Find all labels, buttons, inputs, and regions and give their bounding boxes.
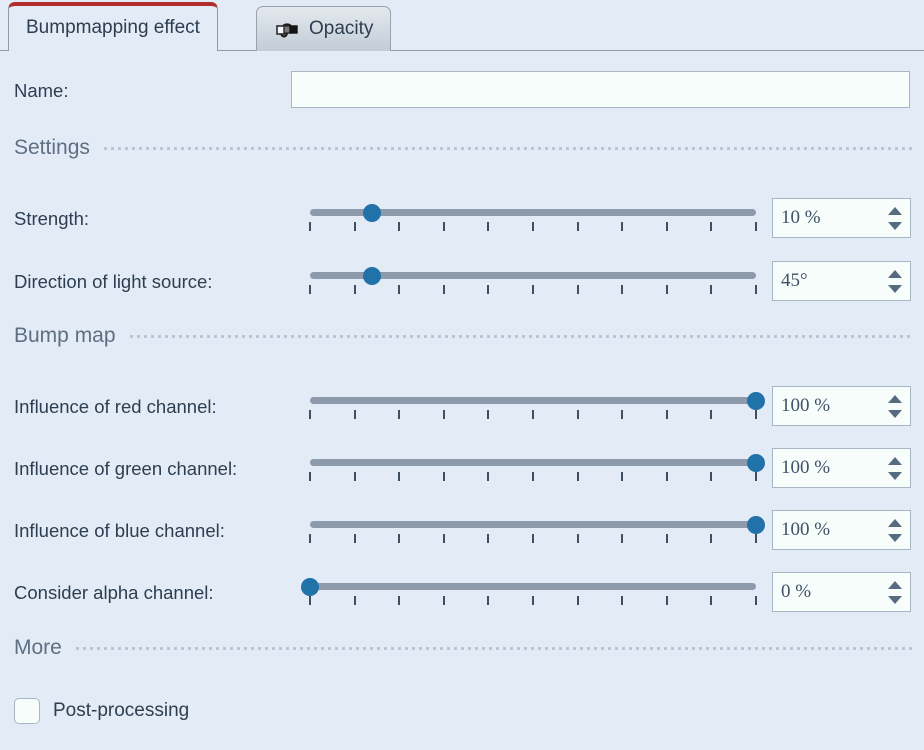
label-influence-of-blue-channel: Influence of blue channel: bbox=[14, 520, 225, 541]
slider-ticks bbox=[309, 534, 757, 544]
slider-handle[interactable] bbox=[747, 454, 765, 472]
slider-track[interactable] bbox=[310, 272, 756, 279]
section-divider bbox=[75, 646, 912, 650]
section-header-bump-map: Bump map bbox=[14, 324, 912, 348]
slider-track[interactable] bbox=[310, 583, 756, 590]
slider-handle[interactable] bbox=[747, 516, 765, 534]
checkbox-post-processing[interactable]: Post-processing bbox=[14, 698, 189, 724]
slider-ticks bbox=[309, 285, 757, 295]
stepper-up-icon[interactable] bbox=[888, 580, 902, 589]
spinbox-influence-of-red-channel[interactable]: 100 % bbox=[772, 386, 911, 426]
spinbox-stepper[interactable] bbox=[880, 449, 910, 487]
section-title: Settings bbox=[14, 136, 90, 159]
section-header-more: More bbox=[14, 636, 912, 660]
spinbox-strength[interactable]: 10 % bbox=[772, 198, 911, 238]
name-input[interactable] bbox=[291, 71, 910, 108]
label-influence-of-green-channel: Influence of green channel: bbox=[14, 458, 238, 479]
stepper-down-icon[interactable] bbox=[888, 471, 902, 480]
tab-opacity[interactable]: Opacity bbox=[256, 6, 392, 51]
spinbox-consider-alpha-channel[interactable]: 0 % bbox=[772, 572, 911, 612]
stepper-up-icon[interactable] bbox=[888, 206, 902, 215]
slider-influence-of-blue-channel[interactable] bbox=[309, 512, 765, 552]
stepper-up-icon[interactable] bbox=[888, 518, 902, 527]
slider-ticks bbox=[309, 222, 757, 232]
stepper-up-icon[interactable] bbox=[888, 269, 902, 278]
label-strength: Strength: bbox=[14, 208, 90, 229]
slider-direction-of-light-source[interactable] bbox=[309, 263, 757, 303]
spinbox-value[interactable]: 100 % bbox=[781, 395, 831, 416]
tab-bumpmapping-effect[interactable]: Bumpmapping effect bbox=[8, 2, 218, 51]
tab-label: Opacity bbox=[309, 18, 374, 39]
stepper-down-icon[interactable] bbox=[888, 595, 902, 604]
spinbox-direction-of-light-source[interactable]: 45° bbox=[772, 261, 911, 301]
section-divider bbox=[129, 334, 912, 338]
spinbox-stepper[interactable] bbox=[880, 511, 910, 549]
spinbox-value[interactable]: 45° bbox=[781, 270, 808, 291]
checkbox-box[interactable] bbox=[14, 698, 40, 724]
checkbox-label: Post-processing bbox=[53, 700, 190, 721]
slider-handle[interactable] bbox=[363, 204, 382, 222]
stepper-down-icon[interactable] bbox=[888, 221, 902, 230]
section-title: Bump map bbox=[14, 324, 116, 347]
stepper-down-icon[interactable] bbox=[888, 533, 902, 542]
slider-ticks bbox=[309, 410, 757, 420]
section-title: More bbox=[14, 636, 62, 659]
stepper-down-icon[interactable] bbox=[888, 409, 902, 418]
slider-strength[interactable] bbox=[309, 200, 757, 240]
tab-label: Bumpmapping effect bbox=[26, 17, 200, 38]
spinbox-influence-of-green-channel[interactable]: 100 % bbox=[772, 448, 911, 488]
slider-track[interactable] bbox=[310, 209, 756, 216]
name-label: Name: bbox=[14, 80, 69, 101]
slider-track[interactable] bbox=[310, 397, 756, 404]
spinbox-value[interactable]: 10 % bbox=[781, 207, 821, 228]
slider-influence-of-red-channel[interactable] bbox=[309, 388, 765, 428]
tab-bar: Bumpmapping effect Opacity bbox=[0, 0, 924, 51]
spinbox-value[interactable]: 100 % bbox=[781, 519, 831, 540]
spinbox-value[interactable]: 100 % bbox=[781, 457, 831, 478]
slider-consider-alpha-channel[interactable] bbox=[301, 574, 757, 614]
slider-handle[interactable] bbox=[363, 267, 382, 285]
section-header-settings: Settings bbox=[14, 136, 912, 160]
opacity-curve-icon bbox=[274, 18, 300, 40]
slider-track[interactable] bbox=[310, 521, 756, 528]
slider-ticks bbox=[309, 596, 757, 606]
tab-bar-divider bbox=[0, 50, 924, 51]
slider-ticks bbox=[309, 472, 757, 482]
label-influence-of-red-channel: Influence of red channel: bbox=[14, 396, 217, 417]
spinbox-stepper[interactable] bbox=[880, 573, 910, 611]
spinbox-stepper[interactable] bbox=[880, 199, 910, 237]
spinbox-stepper[interactable] bbox=[880, 387, 910, 425]
slider-handle[interactable] bbox=[301, 578, 319, 596]
spinbox-value[interactable]: 0 % bbox=[781, 581, 812, 602]
slider-influence-of-green-channel[interactable] bbox=[309, 450, 765, 490]
stepper-up-icon[interactable] bbox=[888, 394, 902, 403]
section-divider bbox=[103, 146, 912, 150]
label-consider-alpha-channel: Consider alpha channel: bbox=[14, 582, 214, 603]
spinbox-stepper[interactable] bbox=[880, 262, 910, 300]
stepper-down-icon[interactable] bbox=[888, 284, 902, 293]
stepper-up-icon[interactable] bbox=[888, 456, 902, 465]
slider-handle[interactable] bbox=[747, 392, 765, 410]
label-direction-of-light-source: Direction of light source: bbox=[14, 271, 213, 292]
spinbox-influence-of-blue-channel[interactable]: 100 % bbox=[772, 510, 911, 550]
slider-track[interactable] bbox=[310, 459, 756, 466]
